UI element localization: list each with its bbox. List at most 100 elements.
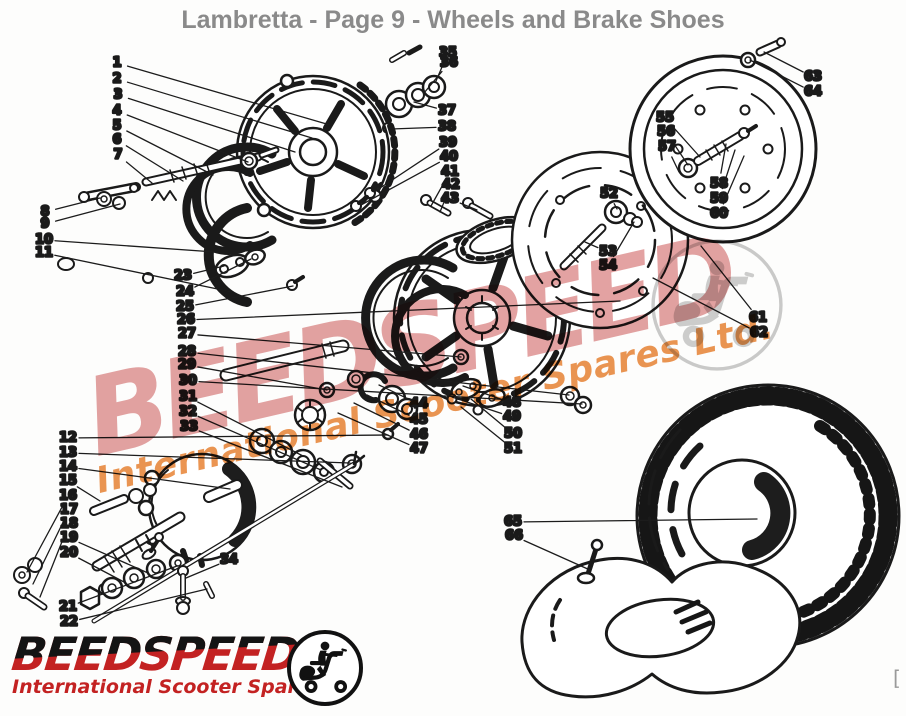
- leader-line-31: [197, 401, 304, 457]
- leader-line-64: [749, 59, 804, 88]
- leader-line-28: [197, 352, 570, 396]
- leader-line-53: [584, 241, 599, 249]
- part-number-60: 60: [710, 207, 728, 222]
- bottom-hub: [89, 422, 400, 568]
- part-number-29: 29: [178, 358, 196, 373]
- part-number-57: 57: [658, 140, 676, 155]
- part-number-50: 50: [504, 427, 522, 442]
- leader-line-30: [198, 380, 583, 405]
- tire: [635, 383, 901, 649]
- leader-line-29: [197, 366, 328, 391]
- leader-line-3: [127, 97, 296, 153]
- part-number-48: 48: [503, 396, 521, 411]
- leader-line-9: [54, 203, 121, 222]
- leader-line-36: [423, 70, 443, 94]
- part-number-23: 23: [174, 269, 192, 284]
- part-number-11: 11: [35, 246, 53, 261]
- part-number-53: 53: [599, 245, 617, 260]
- leader-line-63: [763, 51, 804, 73]
- scooter-stamp-watermark: [651, 239, 783, 371]
- leader-line-4: [126, 114, 249, 163]
- inner-tube: [520, 538, 802, 699]
- leader-line-62: [652, 277, 750, 329]
- leader-line-66: [523, 539, 591, 571]
- part-number-32: 32: [179, 405, 197, 420]
- leader-line-42: [439, 194, 448, 213]
- leader-line-54: [612, 221, 635, 258]
- leader-line-51: [460, 406, 506, 443]
- leader-line-8: [55, 197, 101, 210]
- leader-line-44: [378, 384, 410, 400]
- part-number-40: 40: [440, 150, 458, 165]
- part-number-14: 14: [59, 460, 77, 475]
- leader-line-41: [430, 180, 446, 207]
- part-number-13: 13: [59, 446, 77, 461]
- leader-line-39: [373, 148, 440, 193]
- part-number-35: 35: [439, 46, 457, 61]
- part-number-63: 63: [804, 70, 822, 85]
- part-number-36: 36: [440, 56, 458, 71]
- leader-line-58: [720, 143, 727, 174]
- leader-line-56: [671, 140, 689, 166]
- leader-line-24: [194, 258, 252, 288]
- leader-line-46: [353, 402, 410, 431]
- leader-line-45: [366, 394, 410, 416]
- leader-line-14: [78, 467, 231, 490]
- part-number-9: 9: [40, 217, 49, 232]
- hub-washers-top: [382, 44, 494, 220]
- part-number-47: 47: [410, 442, 428, 457]
- part-number-64: 64: [804, 85, 822, 100]
- part-labels: 1234567891011121314151617181920212223242…: [26, 44, 823, 631]
- part-number-26: 26: [177, 313, 195, 328]
- part-number-45: 45: [410, 413, 428, 428]
- part-number-41: 41: [441, 165, 459, 180]
- leader-line-60: [722, 155, 745, 205]
- leader-line-7: [125, 161, 153, 184]
- part-number-5: 5: [112, 119, 121, 134]
- part-number-7: 7: [113, 148, 122, 163]
- leader-line-25: [195, 285, 294, 306]
- part-number-24: 24: [176, 285, 194, 300]
- leader-line-1: [126, 65, 331, 126]
- part-number-6: 6: [112, 133, 121, 148]
- part-number-27: 27: [178, 327, 196, 342]
- part-number-52: 52: [600, 187, 618, 202]
- part-number-37: 37: [438, 104, 456, 119]
- leader-line-5: [126, 130, 214, 176]
- leader-line-59: [721, 149, 736, 190]
- part-number-55: 55: [656, 111, 674, 126]
- part-number-30: 30: [179, 374, 197, 389]
- leader-line-33: [198, 430, 343, 488]
- scooter-icon: [296, 639, 354, 697]
- rear-drum: [628, 37, 818, 244]
- part-number-65: 65: [504, 515, 522, 530]
- part-number-4: 4: [112, 104, 121, 119]
- leader-line-40: [360, 161, 440, 206]
- leader-line-22: [79, 588, 208, 621]
- leader-line-34: [185, 563, 220, 579]
- leader-line-6: [125, 145, 184, 182]
- leader-line-21: [77, 565, 178, 604]
- leader-line-32: [197, 415, 322, 471]
- leader-line-12: [78, 434, 389, 439]
- leader-line-10: [54, 240, 216, 253]
- part-number-1: 1: [112, 56, 121, 71]
- part-number-20: 20: [60, 546, 78, 561]
- footer-bracket: [: [893, 666, 901, 690]
- front-hub-backplate: [235, 73, 399, 230]
- part-number-39: 39: [439, 136, 457, 151]
- leader-line-16: [26, 505, 64, 573]
- front-axle-tube: [214, 248, 354, 490]
- part-number-22: 22: [60, 615, 78, 630]
- leader-line-23: [193, 265, 225, 275]
- part-number-2: 2: [112, 72, 121, 87]
- part-number-51: 51: [504, 442, 522, 457]
- leader-line-43: [459, 202, 478, 211]
- leader-line-52: [613, 203, 618, 210]
- leader-line-2: [126, 81, 313, 139]
- part-number-46: 46: [410, 428, 428, 443]
- leader-line-38: [390, 126, 437, 130]
- centre-hub-washers: [318, 291, 638, 421]
- leader-line-55: [671, 125, 701, 158]
- leader-line-27: [197, 334, 462, 358]
